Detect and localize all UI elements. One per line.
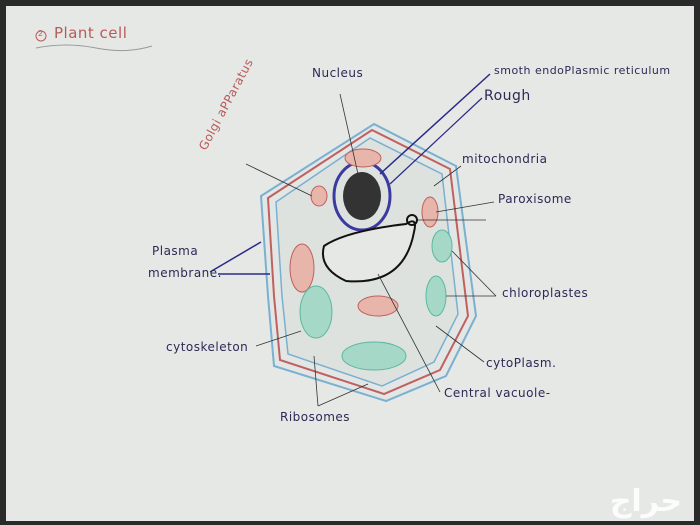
page-title: Plant cell xyxy=(54,24,128,42)
peroxisome xyxy=(406,214,418,226)
central-vacuole xyxy=(322,220,416,283)
chloroplast xyxy=(431,229,453,263)
mitochondrion xyxy=(357,295,399,317)
notebook-page: 2 Plant cell Nucleus smoth endoPlasmic r… xyxy=(6,6,694,521)
label-plasma: Plasma xyxy=(152,244,199,258)
label-cytoskeleton: cytoskeleton xyxy=(166,340,249,354)
nucleolus xyxy=(343,172,381,220)
chloroplast xyxy=(425,275,447,317)
label-chloroplasts: chloroplastes xyxy=(502,286,589,300)
title-number: 2 xyxy=(38,29,44,38)
label-cytoplasm: cytoPlasm. xyxy=(486,356,557,370)
cell-drawing xyxy=(35,30,497,407)
cell-wall-inner xyxy=(266,128,470,396)
label-central-vacuole: Central vacuole- xyxy=(444,386,551,400)
chloroplast xyxy=(299,285,333,339)
title-number-circle xyxy=(35,30,47,42)
mitochondrion xyxy=(421,196,439,228)
label-nucleus: Nucleus xyxy=(312,66,364,80)
title-underline xyxy=(35,44,153,52)
golgi xyxy=(310,185,328,207)
mitochondrion xyxy=(344,148,382,168)
label-ribosomes: Ribosomes xyxy=(280,410,351,424)
mitochondrion xyxy=(289,243,315,293)
label-rough-er: Rough xyxy=(484,88,531,104)
chloroplast xyxy=(341,341,407,371)
watermark-logo: حراج xyxy=(609,484,682,519)
leader-lines xyxy=(209,73,497,407)
label-smooth-er: smoth endoPlasmic reticulum xyxy=(494,64,671,77)
label-mitochondria: mitochondria xyxy=(462,152,548,166)
label-peroxisome: Paroxisome xyxy=(498,192,572,206)
label-membrane: membrane. xyxy=(148,266,222,280)
